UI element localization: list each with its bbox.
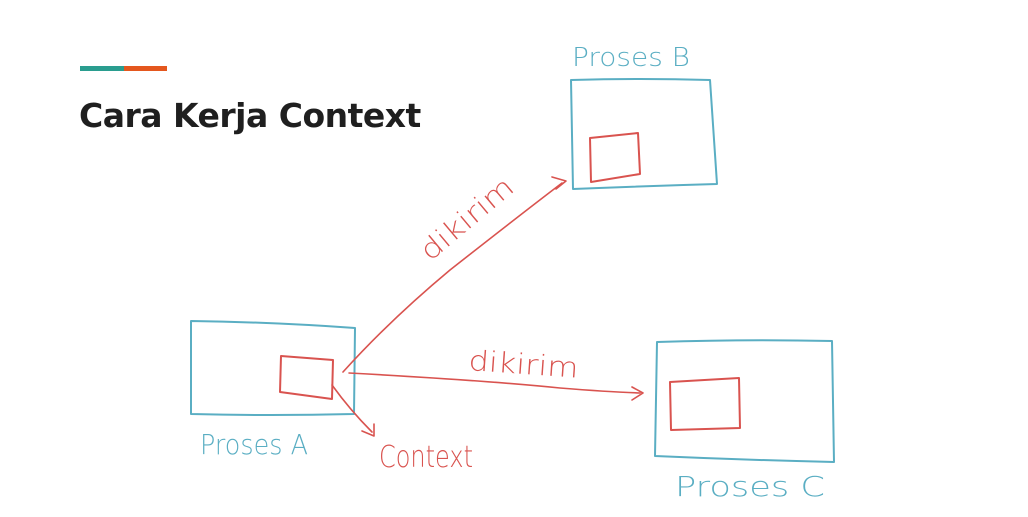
process-b-box <box>570 78 718 190</box>
context-pointer-line <box>331 384 373 433</box>
process-c: Proses C <box>654 339 835 503</box>
process-a-context-box <box>279 355 334 400</box>
edge-a-to-c-line <box>348 372 641 394</box>
process-a: Proses A <box>190 320 356 461</box>
context-pointer: Context <box>331 384 473 475</box>
process-b-context-box <box>589 132 641 183</box>
slide-title: Cara Kerja Context <box>79 96 421 135</box>
process-b: Proses B <box>570 43 718 190</box>
process-a-label: Proses A <box>200 428 308 461</box>
edge-a-to-b-line <box>342 182 563 373</box>
edge-a-to-c-arrowhead <box>631 386 644 401</box>
title-accent-bar-teal <box>80 66 124 71</box>
edge-a-to-b: dikirim <box>342 170 567 373</box>
edge-a-to-c: dikirim <box>348 344 644 401</box>
edge-a-to-b-arrowhead <box>551 176 567 190</box>
process-c-context-box <box>669 377 741 431</box>
title-accent-bar-orange <box>124 66 167 71</box>
context-pointer-arrowhead <box>361 423 375 437</box>
process-c-box <box>654 339 835 463</box>
process-c-label: Proses C <box>675 470 825 503</box>
edge-a-to-b-label: dikirim <box>413 170 520 267</box>
process-b-label: Proses B <box>572 43 690 73</box>
edge-a-to-c-label: dikirim <box>468 344 580 385</box>
context-label: Context <box>379 440 473 475</box>
process-a-box <box>190 320 356 416</box>
